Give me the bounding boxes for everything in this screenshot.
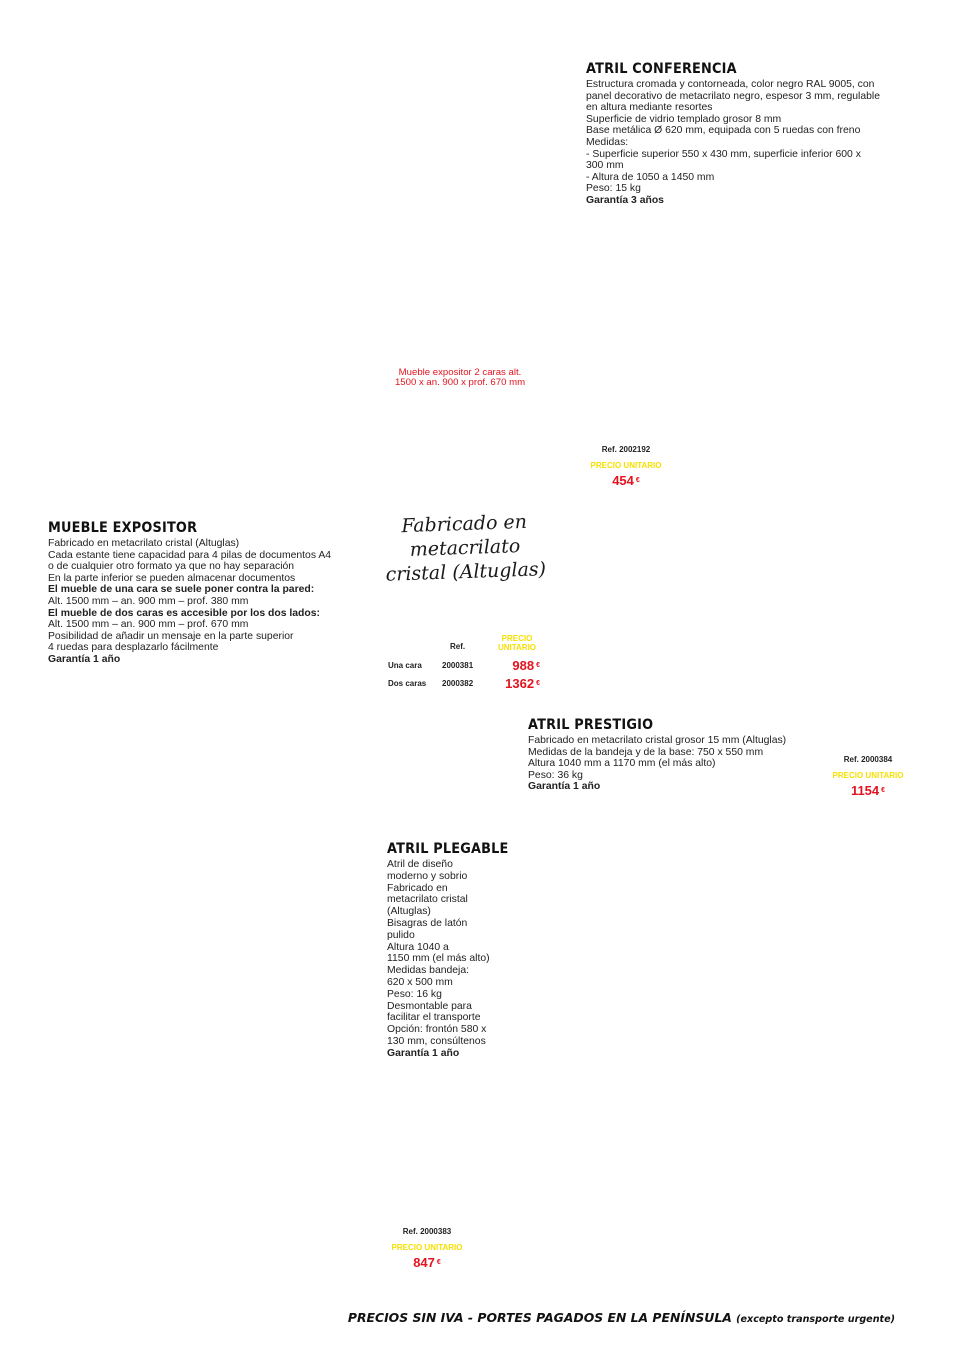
description-line: El mueble de una cara se suele poner con… bbox=[48, 584, 315, 596]
reference-number: Ref. 2000384 bbox=[843, 755, 893, 764]
unit-price-label: PRECIO UNITARIO bbox=[590, 461, 662, 470]
description-line: Peso: 36 kg bbox=[528, 769, 583, 781]
table-row: Una cara 2000381 988€ bbox=[388, 658, 558, 674]
description-line: Bisagras de latón bbox=[387, 917, 468, 929]
row-ref: 2000381 bbox=[442, 661, 474, 670]
table-row: Dos caras 2000382 1362€ bbox=[388, 676, 558, 692]
product-title: MUEBLE EXPOSITOR bbox=[48, 520, 198, 536]
expositor-photo-caption: Mueble expositor 2 caras alt. 1500 x an.… bbox=[370, 367, 550, 389]
footer-main-text: PRECIOS SIN IVA - PORTES PAGADOS EN LA P… bbox=[347, 1310, 732, 1325]
description-line: El mueble de dos caras es accesible por … bbox=[48, 607, 320, 619]
warranty-text: Garantía 1 año bbox=[48, 653, 121, 665]
description-line: Desmontable para bbox=[387, 1000, 472, 1012]
price-amount: 1154 bbox=[850, 783, 880, 798]
handwritten-note: Fabricado en metacrilato cristal (Altugl… bbox=[379, 509, 551, 587]
product-title: ATRIL CONFERENCIA bbox=[586, 61, 737, 77]
price-value: 1154€ bbox=[818, 783, 918, 798]
footer-subnote: (excepto transporte urgente) bbox=[736, 1314, 895, 1325]
description-line: Altura 1040 a bbox=[387, 941, 449, 953]
row-ref: 2000382 bbox=[442, 679, 474, 688]
description-line: En la parte inferior se pueden almacenar… bbox=[48, 572, 296, 584]
description-line: 1150 mm (el más alto) bbox=[387, 953, 490, 965]
description-line: Fabricado en bbox=[387, 882, 448, 894]
currency-symbol: € bbox=[536, 662, 540, 669]
currency-symbol: € bbox=[436, 1259, 441, 1266]
product-mueble-expositor: MUEBLE EXPOSITOR Fabricado en metacrilat… bbox=[48, 520, 368, 666]
description-line: 130 mm, consúltenos bbox=[387, 1035, 486, 1047]
description-line: 300 mm bbox=[586, 160, 624, 172]
table-header-ref: Ref. bbox=[450, 642, 466, 651]
product-description: Atril de diseño moderno y sobrio Fabrica… bbox=[387, 859, 527, 1060]
unit-price-label: PRECIO UNITARIO bbox=[391, 1243, 463, 1252]
description-line: Posibilidad de añadir un mensaje en la p… bbox=[48, 630, 294, 642]
reference-number: Ref. 2000383 bbox=[402, 1227, 452, 1236]
price-block-plegable: Ref. 2000383 PRECIO UNITARIO 847€ bbox=[377, 1227, 477, 1270]
description-line: Superficie de vidrio templado grosor 8 m… bbox=[586, 113, 782, 125]
description-line: Opción: frontón 580 x bbox=[387, 1024, 487, 1036]
description-line: moderno y sobrio bbox=[387, 870, 468, 882]
description-line: Alt. 1500 mm – an. 900 mm – prof. 670 mm bbox=[48, 619, 249, 631]
description-line: pulido bbox=[387, 929, 415, 941]
price-amount: 988 bbox=[512, 658, 535, 673]
description-line: o de cualquier otro formato ya que no ha… bbox=[48, 561, 295, 573]
pricing-footer-note: PRECIOS SIN IVA - PORTES PAGADOS EN LA P… bbox=[348, 1310, 895, 1325]
row-price: 988€ bbox=[512, 658, 540, 673]
price-header-line: UNITARIO bbox=[497, 643, 537, 652]
product-atril-conferencia: ATRIL CONFERENCIA Estructura cromada y c… bbox=[586, 61, 926, 207]
description-line: Base metálica Ø 620 mm, equipada con 5 r… bbox=[586, 125, 861, 137]
description-line: en altura mediante resortes bbox=[586, 102, 713, 114]
price-value: 847€ bbox=[377, 1255, 477, 1270]
description-line: Medidas: bbox=[586, 136, 629, 148]
description-line: metacrilato cristal bbox=[387, 894, 468, 906]
description-line: Medidas de la bandeja y de la base: 750 … bbox=[528, 746, 764, 758]
description-line: (Altuglas) bbox=[387, 906, 431, 918]
description-line: Cada estante tiene capacidad para 4 pila… bbox=[48, 549, 332, 561]
price-table-expositor: Ref. PRECIO UNITARIO Una cara 2000381 98… bbox=[388, 634, 558, 694]
row-label: Dos caras bbox=[388, 679, 427, 688]
unit-price-label: PRECIO UNITARIO bbox=[832, 771, 904, 780]
description-line: Medidas bandeja: bbox=[387, 965, 470, 977]
price-amount: 1362 bbox=[505, 676, 535, 691]
row-label: Una cara bbox=[388, 661, 422, 670]
description-line: Peso: 15 kg bbox=[586, 183, 641, 195]
row-price: 1362€ bbox=[505, 676, 540, 691]
description-line: Altura 1040 mm a 1170 mm (el más alto) bbox=[528, 758, 716, 770]
product-title: ATRIL PLEGABLE bbox=[387, 841, 509, 857]
note-line: cristal (Altuglas) bbox=[385, 558, 547, 586]
description-line: Fabricado en metacrilato cristal (Altugl… bbox=[48, 538, 240, 549]
warranty-text: Garantía 1 año bbox=[528, 781, 601, 793]
description-line: panel decorativo de metacrilato negro, e… bbox=[586, 90, 880, 102]
description-line: Alt. 1500 mm – an. 900 mm – prof. 380 mm bbox=[48, 595, 249, 607]
description-line: facilitar el transporte bbox=[387, 1012, 481, 1024]
caption-line: Mueble expositor 2 caras alt. bbox=[398, 367, 522, 378]
price-block-prestigio: Ref. 2000384 PRECIO UNITARIO 1154€ bbox=[818, 755, 918, 798]
currency-symbol: € bbox=[536, 680, 540, 687]
product-title: ATRIL PRESTIGIO bbox=[528, 717, 654, 733]
reference-number: Ref. 2002192 bbox=[601, 445, 651, 454]
caption-line: 1500 x an. 900 x prof. 670 mm bbox=[394, 377, 526, 389]
currency-symbol: € bbox=[635, 477, 640, 484]
currency-symbol: € bbox=[881, 787, 886, 794]
warranty-text: Garantía 3 años bbox=[586, 194, 664, 206]
product-atril-plegable: ATRIL PLEGABLE Atril de diseño moderno y… bbox=[387, 841, 527, 1060]
price-amount: 847 bbox=[413, 1255, 435, 1270]
product-description: Fabricado en metacrilato cristal (Altugl… bbox=[48, 538, 368, 666]
warranty-text: Garantía 1 año bbox=[387, 1047, 460, 1059]
description-line: - Altura de 1050 a 1450 mm bbox=[586, 171, 715, 183]
price-header-line: PRECIO bbox=[501, 634, 533, 643]
description-line: Fabricado en metacrilato cristal grosor … bbox=[528, 735, 787, 746]
price-block-conferencia: Ref. 2002192 PRECIO UNITARIO 454€ bbox=[576, 445, 676, 488]
description-line: 4 ruedas para desplazarlo fácilmente bbox=[48, 642, 219, 654]
description-line: Atril de diseño bbox=[387, 859, 453, 870]
description-line: Estructura cromada y contorneada, color … bbox=[586, 79, 875, 90]
product-description: Fabricado en metacrilato cristal grosor … bbox=[528, 735, 828, 793]
description-line: 620 x 500 mm bbox=[387, 976, 453, 988]
table-header-price: PRECIO UNITARIO bbox=[492, 634, 542, 652]
product-description: Estructura cromada y contorneada, color … bbox=[586, 79, 926, 207]
product-atril-prestigio: ATRIL PRESTIGIO Fabricado en metacrilato… bbox=[528, 717, 828, 793]
price-amount: 454 bbox=[612, 473, 634, 488]
description-line: Peso: 16 kg bbox=[387, 988, 442, 1000]
description-line: - Superficie superior 550 x 430 mm, supe… bbox=[586, 148, 861, 160]
price-value: 454€ bbox=[576, 473, 676, 488]
